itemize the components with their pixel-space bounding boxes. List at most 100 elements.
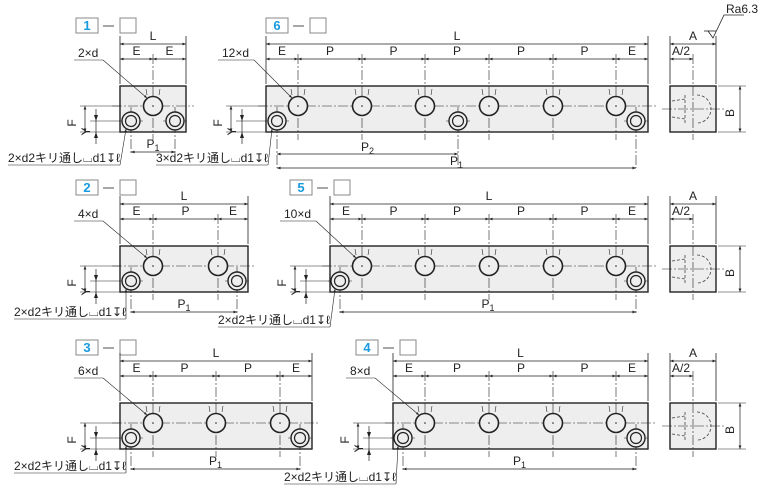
dimension-B-label: B bbox=[723, 426, 737, 434]
dimension-L-label: L bbox=[213, 346, 220, 360]
dimension-E-label: E bbox=[132, 44, 140, 58]
dimension-E-label: E bbox=[165, 44, 173, 58]
dimension-F-label: F bbox=[65, 436, 79, 443]
dimension-P2-label: P2 bbox=[361, 140, 374, 156]
counterbore-hole bbox=[330, 271, 350, 291]
blank-code-box bbox=[119, 179, 137, 196]
hole-center bbox=[361, 105, 363, 107]
counterbore-hole bbox=[227, 271, 247, 291]
thread-mark bbox=[221, 405, 224, 413]
label-subscript: 1 bbox=[155, 143, 160, 153]
label-main: P bbox=[481, 297, 489, 311]
thread-mark bbox=[621, 405, 624, 413]
hole-center bbox=[361, 265, 363, 267]
thread-mark bbox=[430, 405, 433, 413]
dimension-L-label: L bbox=[181, 189, 188, 203]
through-hole bbox=[629, 114, 643, 128]
counterbore-hole bbox=[121, 111, 141, 131]
type-number: 3 bbox=[83, 340, 90, 355]
thread-mark bbox=[223, 248, 226, 256]
through-hole bbox=[230, 274, 244, 288]
label-subscript: 1 bbox=[521, 460, 526, 470]
leader-line bbox=[119, 128, 127, 166]
manifold-block bbox=[392, 402, 649, 450]
thread-mark bbox=[558, 248, 561, 256]
through-hole-note: 2×d2キリ通し⌴d1↧ℓ bbox=[14, 459, 126, 473]
label-subscript: 1 bbox=[458, 160, 463, 170]
roughness-check-mark bbox=[707, 14, 744, 39]
blank-code-box bbox=[399, 339, 417, 356]
counterbore-hole bbox=[448, 111, 468, 131]
dimension-P1-label: P1 bbox=[177, 297, 190, 313]
thread-mark bbox=[272, 405, 275, 413]
blank-code-box bbox=[119, 339, 137, 356]
thread-mark bbox=[608, 88, 611, 96]
hidden-port-line bbox=[671, 94, 712, 124]
counterbore-hole bbox=[267, 111, 287, 131]
dimension-P-label: P bbox=[580, 204, 588, 218]
through-hole bbox=[629, 431, 643, 445]
leader-line bbox=[374, 377, 420, 416]
type-number: 1 bbox=[83, 18, 90, 33]
dimension-F-label: F bbox=[338, 436, 352, 443]
dimension-Y-label: Y bbox=[79, 127, 93, 135]
dimension-P1-label: P1 bbox=[481, 297, 494, 313]
dimension-E-label: E bbox=[628, 361, 636, 375]
thread-mark bbox=[621, 88, 624, 96]
through-hole bbox=[168, 114, 182, 128]
blank-code-box bbox=[333, 179, 351, 196]
thread-mark bbox=[558, 405, 561, 413]
thread-mark bbox=[417, 248, 420, 256]
hole-center bbox=[488, 105, 490, 107]
through-hole bbox=[451, 114, 465, 128]
hole-center bbox=[217, 265, 219, 267]
type-number-box bbox=[265, 17, 289, 34]
dimension-A-half-label: A/2 bbox=[672, 361, 690, 375]
port-count-label: 12×d bbox=[222, 46, 249, 60]
hole-center bbox=[615, 422, 617, 424]
hole-center bbox=[297, 105, 299, 107]
thread-mark bbox=[494, 405, 497, 413]
through-hole-note: 2×d2キリ通し⌴d1↧ℓ bbox=[218, 313, 330, 327]
manifold-block bbox=[119, 245, 249, 293]
counterbore-hole bbox=[626, 428, 646, 448]
dimension-P-label: P bbox=[580, 44, 588, 58]
dimension-Y-label: Y bbox=[79, 444, 93, 452]
through-hole bbox=[333, 274, 347, 288]
leader-line bbox=[102, 220, 148, 259]
thread-mark bbox=[158, 88, 161, 96]
hole-center bbox=[424, 105, 426, 107]
through-hole bbox=[124, 431, 138, 445]
thread-mark bbox=[208, 405, 211, 413]
dimension-F-label: F bbox=[65, 119, 79, 126]
dimension-P-label: P bbox=[517, 44, 525, 58]
through-hole bbox=[396, 431, 410, 445]
through-hole bbox=[124, 274, 138, 288]
thread-mark bbox=[158, 248, 161, 256]
dimension-L-label: L bbox=[454, 29, 461, 43]
hidden-port-line bbox=[671, 411, 712, 441]
leader-line bbox=[267, 128, 273, 166]
dimension-P1-label: P1 bbox=[209, 454, 222, 470]
hole-center bbox=[488, 422, 490, 424]
dimension-F-label: F bbox=[211, 119, 225, 126]
leader-line bbox=[395, 445, 400, 485]
dimension-E-label: E bbox=[229, 204, 237, 218]
dimension-P-label: P bbox=[180, 361, 188, 375]
dimension-P-label: P bbox=[517, 361, 525, 375]
blank-code-box bbox=[119, 17, 137, 34]
counterbore-hole bbox=[121, 271, 141, 291]
arrow bbox=[94, 275, 98, 298]
leader-line bbox=[102, 59, 148, 99]
dimension-Y-label: Y bbox=[225, 127, 239, 135]
thread-mark bbox=[494, 88, 497, 96]
through-hole bbox=[293, 431, 307, 445]
dimension-P-label: P bbox=[389, 44, 397, 58]
thread-mark bbox=[285, 405, 288, 413]
port-count-label: 6×d bbox=[78, 364, 98, 378]
dimension-P-label: P bbox=[181, 204, 189, 218]
dimension-Y-label: Y bbox=[79, 287, 93, 295]
leader-line bbox=[315, 220, 357, 259]
